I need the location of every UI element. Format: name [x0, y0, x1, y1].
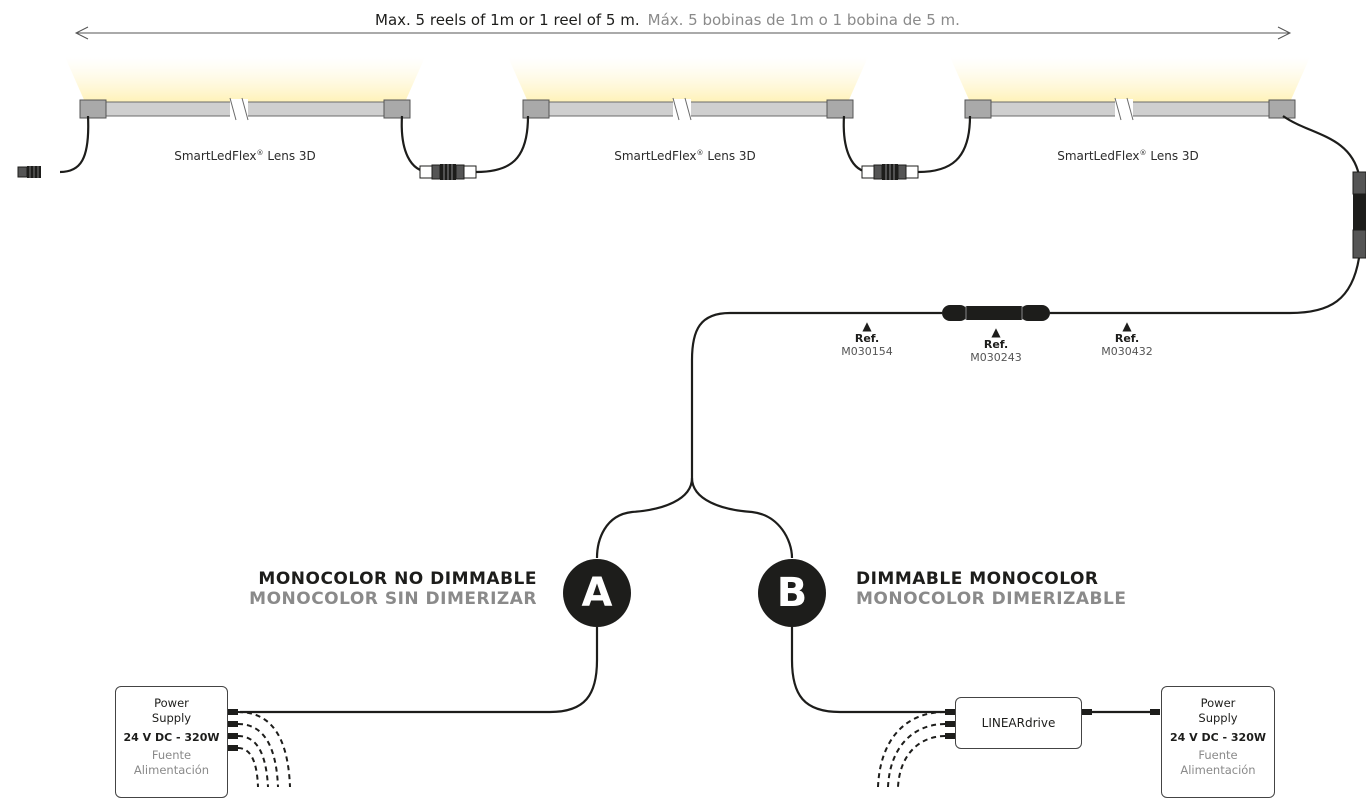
reel-label-1-suffix: Lens 3D — [263, 149, 316, 163]
psu-label-line2: Supply — [1198, 711, 1238, 725]
length-dimension-arrow — [74, 26, 1292, 40]
reel-label-2-name: SmartLedFlex — [614, 149, 697, 163]
ref-code: M030243 — [970, 351, 1022, 364]
psu-label-es-line2: Alimentación — [1180, 763, 1256, 777]
led-reel-3 — [949, 56, 1311, 121]
reel-coupler-2 — [861, 163, 919, 181]
option-a-title-es: MONOCOLOR SIN DIMERIZAR — [249, 589, 537, 609]
reel-label-3-reg: ® — [1139, 149, 1147, 157]
option-b-badge: B — [758, 559, 826, 627]
reel-label-2: SmartLedFlex® Lens 3D — [614, 149, 756, 163]
ref-label: Ref. — [1114, 332, 1140, 345]
reel-label-3-name: SmartLedFlex — [1057, 149, 1140, 163]
ref-cable-input: ▲ Ref. M030154 — [841, 320, 892, 358]
psu-label-line1: Power — [154, 696, 189, 710]
option-a-title-en: MONOCOLOR NO DIMMABLE — [258, 569, 537, 589]
reel-label-1: SmartLedFlex® Lens 3D — [174, 149, 316, 163]
input-plug — [17, 165, 42, 179]
led-reel-2 — [507, 56, 869, 121]
option-a-badge: A — [563, 559, 631, 627]
psu-label-es-line1: Fuente — [151, 748, 192, 762]
psu-label-line1: Power — [1200, 696, 1236, 710]
extension-coupler — [942, 305, 1050, 321]
led-reel-1 — [64, 56, 426, 121]
length-note: Max. 5 reels of 1m or 1 reel of 5 m. Máx.… — [375, 10, 960, 29]
ref-extension: ▲ Ref. M030243 — [970, 326, 1021, 364]
psu-label-line2: Supply — [151, 711, 192, 725]
vertical-coupler — [1352, 171, 1366, 259]
psu-a-outputs — [226, 709, 291, 788]
option-b-title: DIMMABLE MONOCOLOR MONOCOLOR DIMERIZABLE — [856, 569, 1126, 609]
ref-label: Ref. — [854, 332, 880, 345]
cables — [59, 115, 1361, 714]
power-supply-a: Power Supply 24 V DC - 320W Fuente Alime… — [115, 686, 228, 798]
reel-coupler-1 — [419, 163, 477, 181]
power-supply-b: Power Supply 24 V DC - 320W Fuente Alime… — [1161, 686, 1275, 798]
length-note-es: Máx. 5 bobinas de 1m o 1 bobina de 5 m. — [647, 11, 960, 29]
reel-label-3: SmartLedFlex® Lens 3D — [1057, 149, 1199, 163]
reel-label-1-name: SmartLedFlex — [174, 149, 257, 163]
reel-label-3-suffix: Lens 3D — [1146, 149, 1199, 163]
option-b-title-es: MONOCOLOR DIMERIZABLE — [856, 589, 1127, 609]
ref-cable-output: ▲ Ref. M030432 — [1101, 320, 1152, 358]
linear-drive: LINEARdrive — [955, 697, 1082, 749]
ref-pointer-icon: ▲ — [1122, 319, 1132, 333]
psu-rating: 24 V DC - 320W — [123, 731, 220, 744]
ref-code: M030432 — [1101, 345, 1153, 358]
reel-label-2-reg: ® — [696, 149, 704, 157]
length-note-en: Max. 5 reels of 1m or 1 reel of 5 m. — [375, 11, 640, 29]
reel-label-1-reg: ® — [256, 149, 264, 157]
option-a-title: MONOCOLOR NO DIMMABLE MONOCOLOR SIN DIME… — [249, 569, 537, 609]
driver-connectors — [877, 709, 1160, 788]
psu-label-es-line1: Fuente — [1198, 748, 1238, 762]
reel-label-2-suffix: Lens 3D — [703, 149, 756, 163]
option-b-title-en: DIMMABLE MONOCOLOR — [856, 569, 1099, 589]
psu-rating: 24 V DC - 320W — [1169, 731, 1266, 744]
ref-pointer-icon: ▲ — [862, 319, 872, 333]
ref-label: Ref. — [983, 338, 1009, 351]
ref-pointer-icon: ▲ — [991, 325, 1001, 339]
ref-code: M030154 — [841, 345, 893, 358]
psu-label-es-line2: Alimentación — [133, 763, 210, 777]
